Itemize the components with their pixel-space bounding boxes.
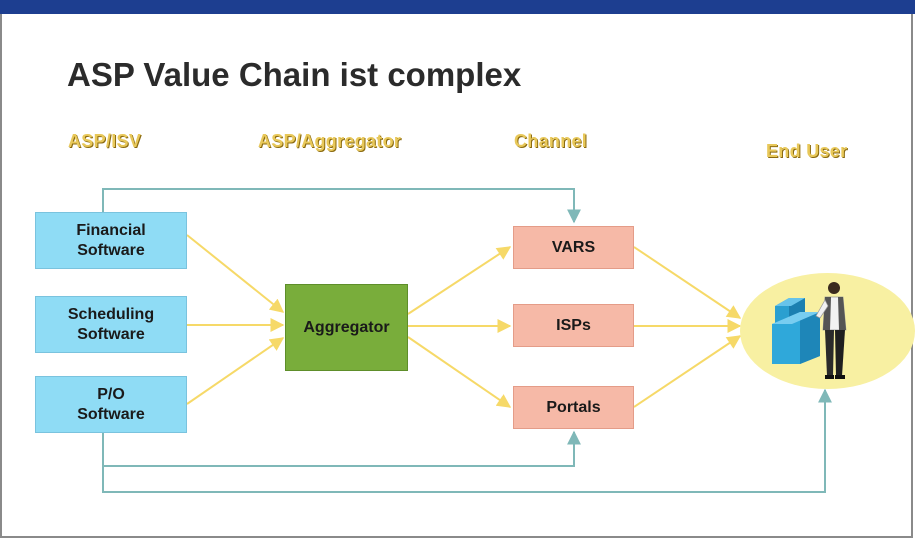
source-box-scheduling-software: Scheduling Software <box>35 296 187 353</box>
column-header-end-user: End User <box>766 141 848 161</box>
channel-label: ISPs <box>556 316 591 334</box>
source-box-label-line2: Software <box>77 241 145 259</box>
channel-box-isps: ISPs <box>513 304 634 347</box>
column-header-asp-aggregator: ASP/Aggregator <box>258 131 402 151</box>
top-bar <box>0 0 915 14</box>
arrow-po-to-enduser-bypass <box>102 388 832 493</box>
source-box-po-software: P/O Software <box>35 376 187 433</box>
channel-label: VARS <box>551 238 596 256</box>
slide-title: ASP Value Chain ist complex <box>67 56 522 93</box>
aggregator-label: Aggregator <box>303 318 390 336</box>
channel-label: Portals <box>546 398 601 416</box>
arrow-aggregator-to-portals <box>407 336 512 408</box>
source-box-financial-software: Financial Software <box>35 212 187 269</box>
arrow-vars-to-enduser <box>633 246 742 319</box>
person-at-computer-icon <box>772 282 847 379</box>
arrow-financial-to-aggregator <box>186 234 285 313</box>
source-box-label-line1: Scheduling <box>67 305 155 323</box>
source-box-label-line2: Software <box>77 405 145 423</box>
column-header-channel: Channel <box>514 131 588 151</box>
source-box-label-line1: P/O <box>97 385 125 403</box>
source-box-label-line2: Software <box>77 325 145 343</box>
source-box-label-line1: Financial <box>76 221 146 239</box>
slide-frame <box>0 14 913 538</box>
column-header-asp-isv: ASP/ISV <box>68 131 142 151</box>
arrow-po-to-aggregator <box>186 337 285 405</box>
arrow-financial-to-vars-bypass <box>102 188 581 224</box>
arrow-portals-to-enduser <box>633 335 742 408</box>
channel-box-vars: VARS <box>513 226 634 269</box>
channel-box-portals: Portals <box>513 386 634 429</box>
arrow-po-to-portals-bypass <box>102 430 581 467</box>
aggregator-box: Aggregator <box>285 284 408 371</box>
arrow-aggregator-to-vars <box>407 246 512 315</box>
